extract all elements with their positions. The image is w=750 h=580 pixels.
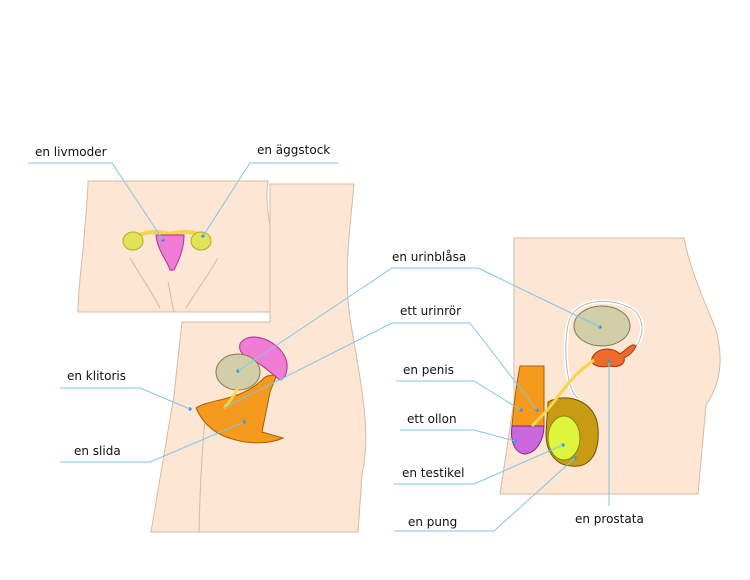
testicle [547, 415, 581, 461]
leader-urethra-male [469, 322, 538, 411]
male-side-view [499, 237, 721, 495]
leader-glans [400, 429, 516, 442]
leader-uterus [28, 162, 164, 241]
bladder-male [573, 305, 631, 347]
leader-vagina [60, 421, 245, 463]
label-vagina: en slida [74, 444, 121, 458]
label-bladder: en urinblåsa [392, 250, 467, 264]
female-front-view [77, 180, 279, 313]
label-urethra: ett urinrör [400, 304, 462, 318]
urethra-male [530, 358, 595, 428]
uterus-front [155, 234, 185, 271]
ovary-right [190, 231, 212, 251]
label-testicle: en testikel [402, 466, 465, 480]
leader-urethra [223, 322, 470, 409]
label-glans: ett ollon [407, 412, 457, 426]
prostate [591, 344, 637, 368]
ovary-left [122, 231, 144, 251]
label-ovary: en äggstock [257, 143, 331, 157]
female-side-leg-crease [198, 419, 206, 533]
female-front-crease [129, 257, 219, 313]
leader-scrotum [394, 457, 576, 532]
leader-testicle [394, 444, 564, 485]
label-penis: en penis [403, 363, 454, 377]
label-uterus: en livmoder [35, 145, 107, 159]
leader-bladder-male [477, 267, 601, 328]
leader-ovary [202, 162, 338, 237]
label-scrotum: en pung [408, 515, 458, 529]
glans [511, 425, 545, 455]
urethra-female [222, 387, 240, 410]
label-clitoris: en klitoris [67, 369, 126, 383]
leader-lines [28, 162, 610, 532]
vas-deferens-outline [565, 301, 643, 399]
leader-penis [396, 380, 522, 411]
leader-bladder [237, 267, 478, 372]
label-prostate: en prostata [575, 512, 644, 526]
leader-clitoris [60, 387, 191, 410]
